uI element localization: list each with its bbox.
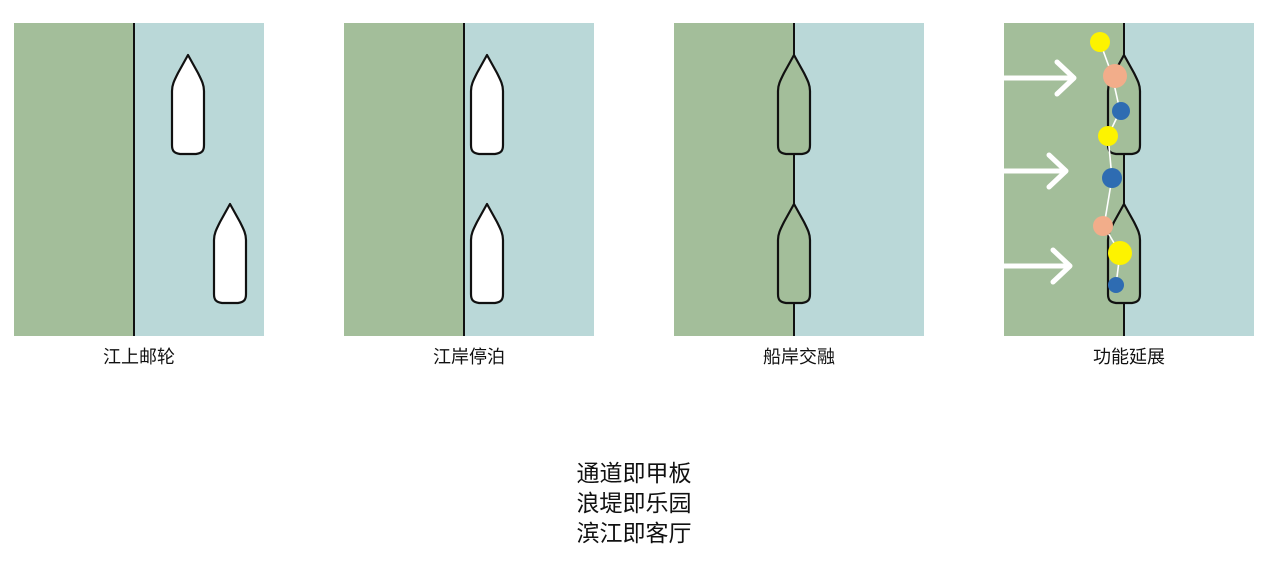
panel-caption: 船岸交融 bbox=[763, 347, 835, 368]
boat bbox=[170, 53, 206, 156]
activity-dot-orange bbox=[1103, 64, 1127, 88]
activity-dot-yellow bbox=[1098, 126, 1118, 146]
panel-caption: 江上邮轮 bbox=[103, 347, 175, 368]
moored-at-bank-icon bbox=[344, 23, 594, 336]
activity-dot-yellow bbox=[1108, 241, 1132, 265]
boat bbox=[469, 202, 505, 305]
water-area bbox=[1124, 23, 1254, 336]
land-area bbox=[344, 23, 464, 336]
activity-dot-yellow bbox=[1090, 32, 1110, 52]
slogan-line: 浪堤即乐园 bbox=[576, 491, 692, 517]
activity-dot-blue bbox=[1102, 168, 1122, 188]
boat bbox=[212, 202, 248, 305]
land-area bbox=[674, 23, 794, 336]
land-area bbox=[14, 23, 134, 336]
slogan-line: 通道即甲板 bbox=[576, 461, 692, 487]
boat bbox=[776, 53, 812, 156]
panel-function-extension bbox=[1004, 23, 1254, 336]
boat bbox=[469, 53, 505, 156]
water-area bbox=[794, 23, 924, 336]
boat bbox=[776, 202, 812, 305]
activity-dot-blue bbox=[1108, 277, 1124, 293]
right-arrow-icon bbox=[1004, 152, 1069, 190]
panel-moored-at-bank bbox=[344, 23, 594, 336]
activity-dot-blue bbox=[1112, 102, 1130, 120]
activity-dot-orange bbox=[1093, 216, 1113, 236]
panel-boat-bank-merge bbox=[674, 23, 924, 336]
panel-caption: 功能延展 bbox=[1093, 347, 1165, 368]
panel-caption: 江岸停泊 bbox=[433, 347, 505, 368]
right-arrow-icon bbox=[1004, 247, 1073, 285]
right-arrow-icon bbox=[1004, 59, 1077, 97]
boat-bank-merge-icon bbox=[674, 23, 924, 336]
cruise-on-river-icon bbox=[14, 23, 264, 336]
slogan-line: 滨江即客厅 bbox=[576, 521, 692, 547]
function-extension-icon bbox=[1004, 23, 1254, 336]
panel-cruise-on-river bbox=[14, 23, 264, 336]
